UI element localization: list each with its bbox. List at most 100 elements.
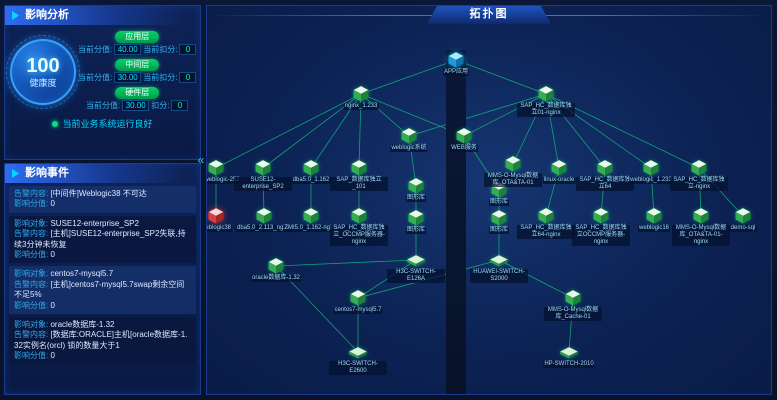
node-label: HP-SWITCH-2010 xyxy=(543,361,595,368)
event-row: 告警内容: [中间件]Weblogic38 不可达 xyxy=(14,189,191,199)
server-cube-icon xyxy=(303,207,319,224)
metric-value: 30.00 xyxy=(122,100,150,111)
topo-node-r3n6[interactable]: MMS-O-Mysql数据库_OTA&TA-01 xyxy=(484,154,542,187)
event-field-value: 0 xyxy=(50,351,55,361)
health-gauge-wrap: 100 健康度 xyxy=(6,30,80,111)
topo-node-r3n3[interactable]: dba5.0_1.162 xyxy=(291,158,331,184)
event-field-value: [主机]SUSE12-enterprise_SP2失联,持续3分钟未恢复 xyxy=(14,229,186,249)
sidebar-collapse-handle[interactable]: « xyxy=(197,153,205,167)
server-cube-icon xyxy=(735,207,751,224)
topo-node-r3n10[interactable]: SAP_HC_数据库独立-nginx xyxy=(670,158,728,191)
server-cube-icon xyxy=(551,159,567,176)
topology-link xyxy=(360,93,410,137)
node-label: 图形库 xyxy=(488,227,510,234)
node-label: demo-sql xyxy=(729,225,757,232)
layer-badge: 中间层 xyxy=(115,59,160,71)
topo-node-tuxa[interactable]: 图形库 xyxy=(405,176,427,202)
event-field-label: 告警内容: xyxy=(14,279,51,289)
impact-analysis-title: 影响分析 xyxy=(25,9,69,21)
switch-slab-icon xyxy=(489,254,509,267)
topo-node-r3n4[interactable]: SAP_数据库独立_101 xyxy=(330,158,388,191)
node-label: 图形库 xyxy=(405,195,427,202)
topology-link xyxy=(360,59,457,95)
topo-node-r4n11[interactable]: demo-sql xyxy=(729,206,757,232)
switch-slab-icon xyxy=(406,254,426,267)
topo-node-r3n1[interactable]: 浪潮weblogic-252 xyxy=(207,158,241,184)
topo-node-r4n1[interactable]: weblogic38 xyxy=(207,206,233,232)
node-label: oracle数据库-1.32 xyxy=(250,275,302,282)
topo-node-sw4[interactable]: HP-SWITCH-2010 xyxy=(543,342,595,368)
topo-node-tuxa2[interactable]: 图形库 xyxy=(405,208,427,234)
topo-node-r4n8[interactable]: SAP_HC_数据库独立OCCMP服务器-nginx xyxy=(572,206,630,246)
event-row: 告警内容: [主机]SUSE12-enterprise_SP2失联,持续3分钟未… xyxy=(14,229,191,250)
server-cube-icon xyxy=(351,159,367,176)
topo-node-r4n9[interactable]: weblogic16 xyxy=(637,206,671,232)
server-cube-icon xyxy=(565,289,581,306)
topo-node-mid2[interactable]: WEB服务 xyxy=(450,126,478,152)
topo-node-cache[interactable]: MMS-O-Mysql数据库_Cache-01 xyxy=(544,288,602,321)
event-field-value: 0 xyxy=(50,199,55,209)
event-row: 影响分值: 0 xyxy=(14,250,191,260)
topo-node-r4n4[interactable]: SAP_HC_数据库独立_OCCMP服务器-nginx xyxy=(330,206,388,246)
event-row: 影响对象: centos7-mysql5.7 xyxy=(14,269,191,279)
node-label: centos7-mysql5.7 xyxy=(333,307,383,314)
event-field-label: 告警内容: xyxy=(14,330,51,340)
event-field-value: SUSE12-enterprise_SP2 xyxy=(50,218,139,228)
node-label: MMS-O-Mysql数据库_OTA&TA-01 xyxy=(484,173,542,187)
topo-node-r4n2[interactable]: dba5.0_2.113_nginx xyxy=(236,206,292,232)
topo-node-r4n10[interactable]: MMS-O-Mysql数据库_OTA&TA-01-nginx xyxy=(672,206,730,246)
switch-slab-icon xyxy=(348,346,368,359)
server-cube-icon xyxy=(646,207,662,224)
topo-node-tuxb2[interactable]: 图形库 xyxy=(488,208,510,234)
node-label: H3C-SWITCH-E126A xyxy=(387,269,445,283)
node-label: HUAWEI-SWITCH-S2000 xyxy=(470,269,528,283)
topology-link xyxy=(215,93,362,169)
topo-node-r3n8[interactable]: SAP_HC_数据库独立64 xyxy=(576,158,634,191)
node-label: SAP_HC_数据库独立64-nginx xyxy=(517,225,575,239)
metric-label: 扣分: xyxy=(151,101,170,110)
server-cube-icon xyxy=(208,159,224,176)
event-field-value: [主机]centos7-mysql5.7swap剩余空间不足5% xyxy=(14,279,185,300)
topo-node-app[interactable]: APP应用 xyxy=(442,50,470,394)
topology-link xyxy=(408,93,547,137)
health-score: 100 xyxy=(26,55,60,77)
node-label: weblogic16 xyxy=(637,225,671,232)
topo-node-sw2[interactable]: HUAWEI-SWITCH-S2000 xyxy=(470,250,528,283)
topo-node-sap01[interactable]: SAP_HC_数据库独立01-nginx xyxy=(517,84,575,117)
server-cube-icon xyxy=(643,159,659,176)
system-status-line: 当前业务系统运行良好 xyxy=(5,117,200,130)
topo-node-r3n2[interactable]: SUSE12-enterprise_SP2 xyxy=(234,158,292,191)
server-cube-icon xyxy=(255,159,271,176)
topo-node-sw3[interactable]: H3C-SWITCH-E2600 xyxy=(329,342,387,375)
event-field-label: 影响分值: xyxy=(14,300,51,310)
topo-node-r4n3[interactable]: ZMI5.0_1.162-nginx xyxy=(283,206,339,232)
topo-node-r4n7[interactable]: SAP_HC_数据库独立64-nginx xyxy=(517,206,575,239)
topo-node-centos[interactable]: centos7-mysql5.7 xyxy=(333,288,383,314)
topo-node-r3n7[interactable]: linux-oracle xyxy=(542,158,576,184)
event-card[interactable]: 告警内容: [中间件]Weblogic38 不可达影响分值: 0 xyxy=(9,186,196,213)
topo-node-r3n9[interactable]: weblogic_1.233 xyxy=(629,158,673,184)
topo-node-nginx233[interactable]: nginx_1.233 xyxy=(343,84,379,110)
topo-node-mid1[interactable]: weblogic系统 xyxy=(390,126,428,152)
event-field-label: 影响分值: xyxy=(14,351,51,361)
server-cube-icon xyxy=(408,177,424,194)
server-cube-icon xyxy=(538,85,554,102)
topo-node-oracle[interactable]: oracle数据库-1.32 xyxy=(250,256,302,282)
topo-node-sw1[interactable]: H3C-SWITCH-E126A xyxy=(387,250,445,283)
event-field-label: 影响对象: xyxy=(14,269,51,279)
server-cube-icon xyxy=(256,207,272,224)
event-field-label: 影响对象: xyxy=(14,218,51,228)
